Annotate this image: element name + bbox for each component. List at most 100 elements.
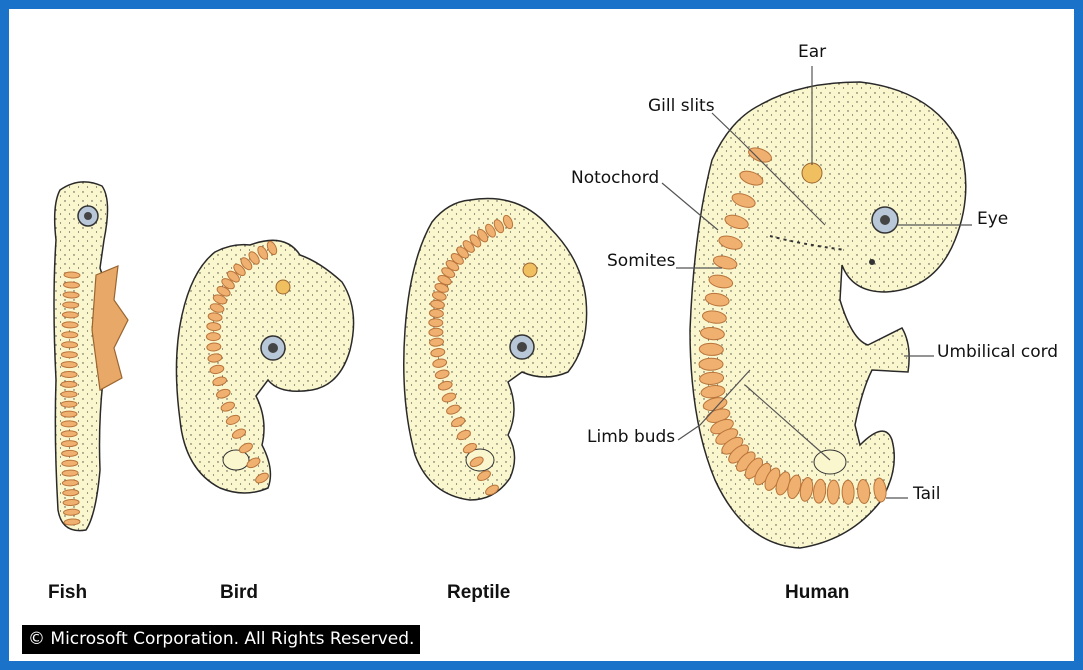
somite xyxy=(61,311,79,319)
somite xyxy=(61,321,79,329)
label-umbilical-cord: Umbilical cord xyxy=(937,342,1059,362)
somite xyxy=(698,342,724,356)
somite xyxy=(225,414,241,425)
somite xyxy=(206,322,222,332)
somite xyxy=(428,308,444,318)
somite xyxy=(248,251,260,265)
somite xyxy=(873,477,887,503)
somite xyxy=(60,390,78,398)
somite xyxy=(60,430,78,438)
somite xyxy=(699,327,725,341)
somite xyxy=(257,245,269,260)
reptile-somites xyxy=(428,214,514,496)
label-notochord: Notochord xyxy=(571,168,660,188)
bird-somites xyxy=(205,240,278,484)
somite xyxy=(209,303,225,313)
somite xyxy=(61,449,79,457)
somite xyxy=(206,342,222,352)
fish-yolk-sac xyxy=(91,265,129,391)
somite xyxy=(61,469,79,477)
somite xyxy=(60,440,78,448)
somite xyxy=(212,376,228,387)
label-ear: Ear xyxy=(798,42,827,62)
somite xyxy=(700,385,726,399)
somite xyxy=(748,147,772,163)
somite xyxy=(493,219,505,234)
somite xyxy=(469,234,482,248)
somite xyxy=(813,478,827,504)
somite xyxy=(446,404,461,415)
somite xyxy=(712,255,738,270)
somite xyxy=(718,235,743,250)
somite xyxy=(238,442,253,454)
somite xyxy=(61,331,79,339)
somite xyxy=(63,271,81,279)
somite xyxy=(63,508,80,516)
somite xyxy=(231,428,247,439)
somite xyxy=(216,388,231,399)
somite xyxy=(456,429,471,441)
somite xyxy=(485,223,496,238)
leader-lines xyxy=(661,66,972,499)
somite xyxy=(441,392,457,403)
somite xyxy=(60,361,78,369)
label-tail: Tail xyxy=(913,484,941,504)
somite xyxy=(451,417,466,428)
somite xyxy=(462,442,477,454)
somite xyxy=(60,351,78,359)
somite xyxy=(701,310,727,324)
label-eye: Eye xyxy=(977,209,1009,229)
somite xyxy=(62,301,80,309)
somite xyxy=(62,498,80,507)
somite xyxy=(485,484,499,496)
bird-ear-icon xyxy=(275,279,291,295)
somite xyxy=(841,479,855,505)
somite xyxy=(477,470,491,482)
somite xyxy=(430,299,445,310)
bird-embryo xyxy=(175,239,355,494)
somite xyxy=(60,400,78,408)
somite xyxy=(63,518,81,526)
somite xyxy=(212,294,228,305)
somite xyxy=(61,459,79,467)
somite xyxy=(431,291,447,301)
somite xyxy=(708,274,734,289)
somite xyxy=(255,472,269,484)
somite xyxy=(434,369,450,380)
caption-human: Human xyxy=(785,582,850,603)
human-embryo xyxy=(689,81,967,549)
somite xyxy=(857,479,871,504)
somite xyxy=(61,479,79,487)
somite xyxy=(216,286,231,297)
somite xyxy=(221,278,235,290)
somite xyxy=(240,257,253,271)
somite xyxy=(233,263,246,277)
somite xyxy=(698,357,724,371)
somite xyxy=(60,410,78,418)
somite xyxy=(60,380,78,388)
somite xyxy=(432,358,448,368)
human-somites xyxy=(698,147,887,505)
label-gill-slits: Gill slits xyxy=(648,96,715,116)
copyright-notice: © Microsoft Corporation. All Rights Rese… xyxy=(22,625,421,654)
somite xyxy=(428,327,444,337)
caption-reptile: Reptile xyxy=(447,582,511,603)
somite xyxy=(437,380,453,391)
somite xyxy=(502,214,514,230)
somite xyxy=(220,401,236,412)
somite xyxy=(266,240,278,256)
somite xyxy=(429,337,444,347)
somite xyxy=(476,228,489,243)
somite xyxy=(61,341,79,349)
somite xyxy=(469,456,484,468)
label-limb-buds: Limb buds xyxy=(587,427,676,447)
somite xyxy=(826,479,840,505)
somite xyxy=(226,270,240,283)
reptile-ear-icon xyxy=(522,262,538,278)
somite xyxy=(704,292,730,307)
somite xyxy=(428,318,444,328)
reptile-embryo xyxy=(403,197,588,501)
somite xyxy=(724,214,749,230)
somite xyxy=(63,281,80,289)
